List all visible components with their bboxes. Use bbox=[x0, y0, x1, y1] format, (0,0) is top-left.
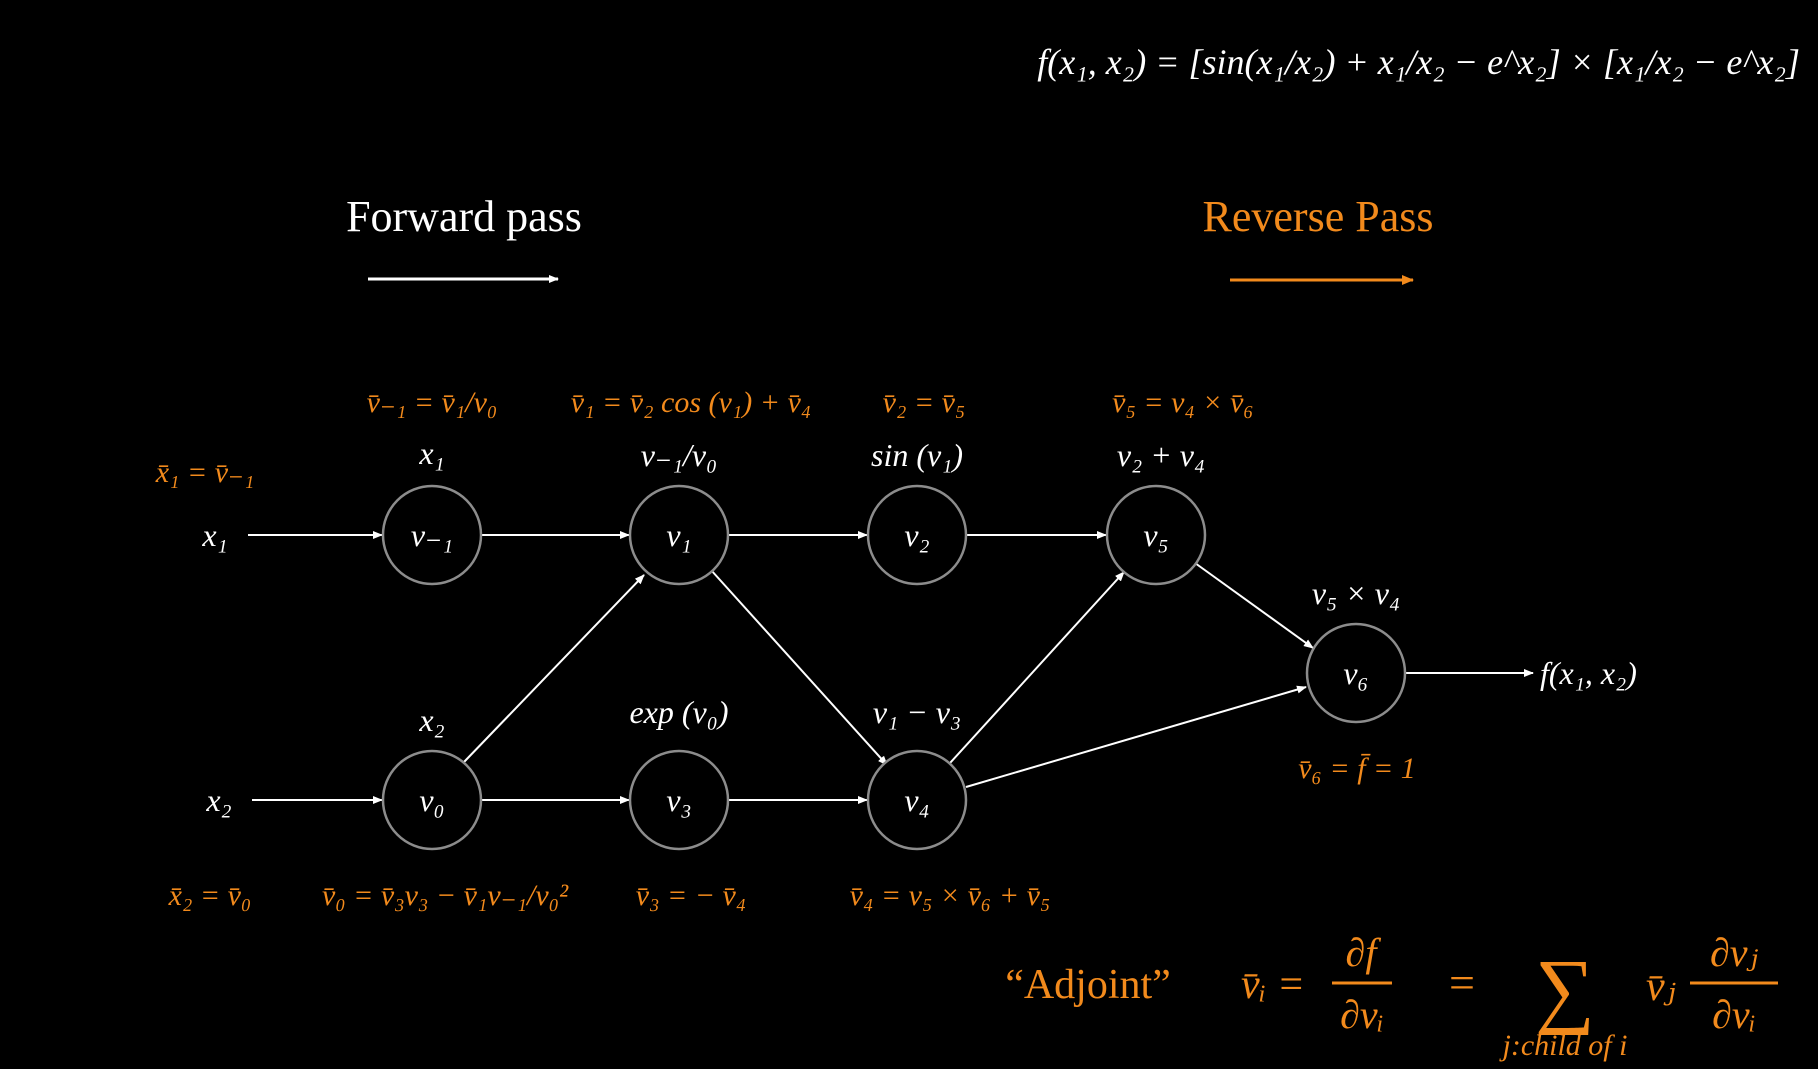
edge-v0-v1 bbox=[463, 574, 645, 763]
adjoint-v4: v̄₄ = v₅ × v̄₆ + v̄₅ bbox=[850, 879, 1051, 912]
node-label-v1: v₁ bbox=[666, 517, 691, 553]
adjoint-v6: v̄₆ = f̄ = 1 bbox=[1298, 752, 1416, 785]
adjoint-vm1: v̄₋₁ = v̄₁/v₀ bbox=[367, 386, 498, 419]
node-v4 bbox=[866, 749, 968, 851]
adjoint-frac-den: ∂vᵢ bbox=[1340, 992, 1384, 1037]
op-v3: exp (v₀) bbox=[629, 694, 728, 730]
adjoint-word: “Adjoint” bbox=[1005, 962, 1171, 1008]
adjoint-term-den: ∂vᵢ bbox=[1712, 992, 1756, 1037]
node-label-v2: v₂ bbox=[904, 517, 929, 553]
edge-v4-v6 bbox=[965, 685, 1307, 788]
op-vm1: x₁ bbox=[418, 435, 444, 471]
adjoint-v2: v̄₂ = v̄₅ bbox=[883, 386, 966, 419]
adjoint-term-coef: v̄ⱼ bbox=[1646, 964, 1676, 1010]
op-v1: v₋₁/v₀ bbox=[641, 437, 717, 473]
node-label-v0: v₀ bbox=[419, 782, 444, 818]
node-label-vm1: v₋₁ bbox=[411, 517, 453, 553]
node-label-v3: v₃ bbox=[666, 782, 691, 818]
reverse-pass-title: Reverse Pass bbox=[1203, 192, 1434, 241]
forward-pass-title: Forward pass bbox=[346, 192, 582, 241]
op-v5: v₂ + v₄ bbox=[1117, 437, 1205, 473]
input-x2: x₂ bbox=[205, 782, 231, 818]
adjoint-v3: v̄₃ = − v̄₄ bbox=[636, 879, 746, 912]
adjoint-v5: v̄₅ = v₄ × v̄₆ bbox=[1112, 386, 1254, 419]
op-v2: sin (v₁) bbox=[871, 437, 963, 473]
adjoint-lhs: v̄ᵢ = bbox=[1241, 962, 1305, 1008]
adjoint-x1: x̄₁ = v̄₋₁ bbox=[155, 456, 255, 489]
adjoint-eq: = bbox=[1449, 957, 1475, 1008]
output-label: f(x₁, x₂) bbox=[1540, 655, 1637, 691]
op-v0: x₂ bbox=[418, 702, 444, 738]
function-formula: f(x₁, x₂) = [sin(x₁/x₂) + x₁/x₂ − e^x₂] … bbox=[1037, 42, 1800, 82]
op-v6: v₅ × v₄ bbox=[1312, 575, 1400, 611]
op-v4: v₁ − v₃ bbox=[873, 694, 961, 730]
node-label-v4: v₄ bbox=[904, 782, 929, 818]
adjoint-sum-symbol: ∑ bbox=[1535, 943, 1595, 1036]
input-x1: x₁ bbox=[201, 517, 227, 553]
adjoint-frac-num: ∂f bbox=[1346, 930, 1382, 975]
edge-v1-v4 bbox=[710, 569, 888, 766]
node-v2 bbox=[866, 484, 968, 586]
edge-v4-v5 bbox=[949, 571, 1125, 764]
adjoint-v0: v̄₀ = v̄₃v₃ − v̄₁v₋₁/v₀² bbox=[322, 879, 569, 912]
adjoint-v1: v̄₁ = v̄₂ cos (v₁) + v̄₄ bbox=[571, 386, 811, 419]
adjoint-term-num: ∂vⱼ bbox=[1710, 930, 1759, 975]
adjoint-sum-subscript: j:child of i bbox=[1499, 1029, 1628, 1062]
node-label-v5: v₅ bbox=[1143, 517, 1168, 553]
adjoint-x2: x̄₂ = v̄₀ bbox=[168, 879, 252, 912]
edge-v5-v6 bbox=[1194, 562, 1314, 649]
node-vm1 bbox=[381, 484, 483, 586]
node-v1 bbox=[628, 484, 730, 586]
adjoint-definition: “Adjoint” v̄ᵢ = ∂f ∂vᵢ = ∑ j:child of i … bbox=[1005, 930, 1778, 1062]
node-v6 bbox=[1305, 622, 1407, 724]
node-v3 bbox=[628, 749, 730, 851]
node-v5 bbox=[1105, 484, 1207, 586]
node-label-v6: v₆ bbox=[1343, 655, 1368, 691]
node-v0 bbox=[381, 749, 483, 851]
